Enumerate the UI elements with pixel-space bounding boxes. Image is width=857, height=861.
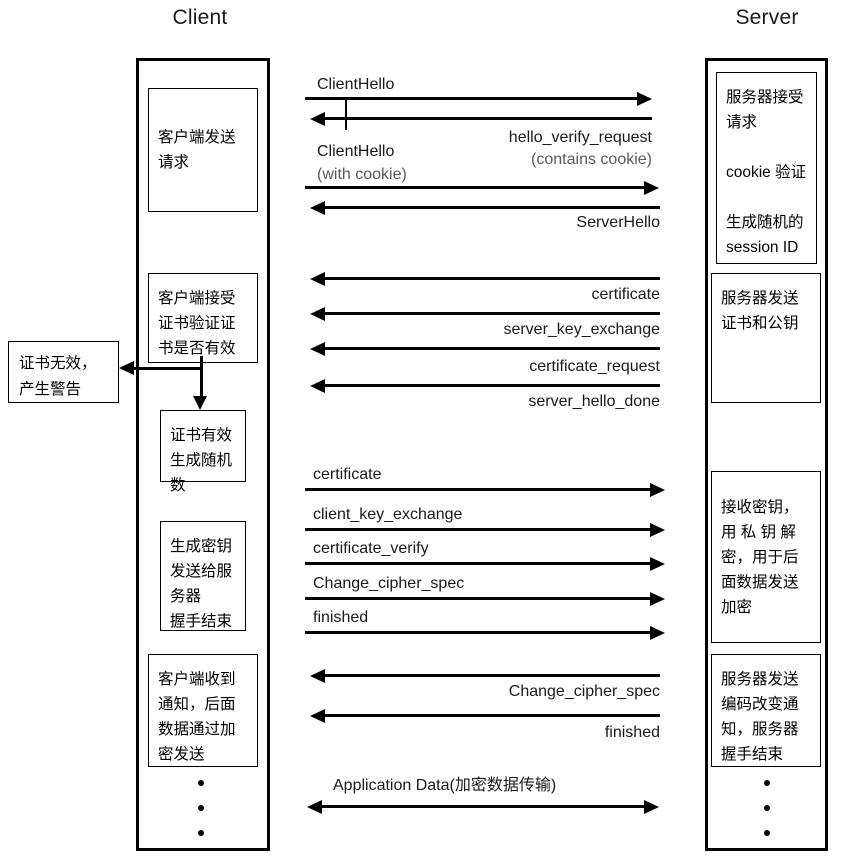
alert-note-cert-invalid: 证书无效， 产生警告 (8, 341, 119, 403)
client-note-gen-key: 生成密钥 发送给服 务器 握手结束 (160, 521, 246, 631)
msg-label-server-hello: ServerHello (576, 214, 660, 231)
msg-line-finished-s (325, 714, 660, 717)
msg-sublabel-client-hello-2: (with cookie) (317, 166, 407, 183)
msg-line-certificate-request (325, 347, 660, 350)
msg-arrowhead-certificate-request (310, 341, 325, 356)
msg-label-client-hello-2: ClientHello (317, 143, 395, 160)
msg-line-certificate-s (325, 277, 660, 280)
msg-arrowhead-server-hello (310, 200, 325, 215)
server-note-send-cert: 服务器发送 证书和公钥 (711, 273, 821, 403)
msg-label-server-key-exchange: server_key_exchange (503, 321, 660, 338)
msg-label-hello-verify: hello_verify_request (508, 129, 652, 146)
msg-arrowhead-hello-verify (310, 111, 325, 126)
branch-down-line (200, 356, 203, 404)
server-note-accept-request: 服务器接受 请求 cookie 验证 生成随机的 session ID (716, 72, 817, 264)
msg-line-finished-c (305, 631, 650, 634)
client-column-title: Client (172, 6, 228, 29)
msg-arrowhead-certificate-verify (650, 556, 665, 571)
msg-label-server-hello-done: server_hello_done (528, 393, 660, 410)
msg-label-change-cipher-c: Change_cipher_spec (313, 575, 465, 592)
msg-arrowhead-finished-s (310, 708, 325, 723)
msg-arrowhead-change-cipher-c (650, 591, 665, 606)
msg-line-server-hello (325, 206, 660, 209)
client-note-cert-valid: 证书有效 生成随机 数 (160, 410, 246, 494)
msg-line-certificate-c (305, 488, 650, 491)
client-note-send-request: 客户端发送 请求 (148, 88, 258, 212)
msg-arrowhead-server-key-exchange (310, 306, 325, 321)
msg-line-change-cipher-s (325, 674, 660, 677)
msg-arrowhead-client-hello-1 (637, 91, 652, 106)
msg-arrowhead-certificate-c (650, 482, 665, 497)
branch-left-arrowhead (119, 361, 134, 375)
msg-label-certificate-c: certificate (313, 466, 382, 483)
msg-label-change-cipher-s: Change_cipher_spec (508, 683, 660, 700)
msg-arrowhead-application-data-right (644, 799, 659, 814)
msg-arrowhead-certificate-s (310, 271, 325, 286)
server-column-title: Server (735, 6, 799, 29)
client-note-verify-cert: 客户端接受 证书验证证 书是否有效 (148, 273, 258, 363)
client-note-encrypted-send: 客户端收到 通知，后面 数据通过加 密发送 (148, 654, 258, 767)
msg-line-server-key-exchange (325, 312, 660, 315)
timing-tick-mark (345, 100, 347, 130)
msg-line-client-key-exchange (305, 528, 650, 531)
msg-arrowhead-finished-c (650, 625, 665, 640)
msg-line-application-data (322, 805, 644, 808)
msg-label-certificate-s: certificate (591, 286, 660, 303)
msg-label-certificate-verify: certificate_verify (313, 540, 429, 557)
msg-label-client-hello-1: ClientHello (317, 76, 395, 93)
client-ellipsis-dots (197, 780, 205, 836)
msg-label-finished-c: finished (313, 609, 369, 626)
msg-arrowhead-application-data-left (307, 799, 322, 814)
server-note-change-cipher: 服务器发送 编码改变通 知，服务器 握手结束 (711, 654, 821, 767)
msg-arrowhead-client-hello-2 (644, 180, 659, 195)
msg-arrowhead-change-cipher-s (310, 668, 325, 683)
msg-line-hello-verify (325, 117, 652, 120)
msg-sublabel-hello-verify: (contains cookie) (531, 151, 652, 168)
msg-label-application-data: Application Data(加密数据传输) (333, 777, 557, 794)
server-ellipsis-dots (763, 780, 771, 836)
msg-arrowhead-server-hello-done (310, 378, 325, 393)
msg-line-client-hello-2 (305, 186, 644, 189)
server-note-receive-key: 接收密钥， 用 私 钥 解 密，用于后 面数据发送 加密 (711, 471, 821, 643)
msg-label-certificate-request: certificate_request (529, 358, 660, 375)
branch-down-arrowhead (193, 396, 207, 410)
msg-arrowhead-client-key-exchange (650, 522, 665, 537)
msg-label-finished-s: finished (604, 724, 660, 741)
branch-left-line (126, 367, 202, 370)
msg-line-client-hello-1 (305, 97, 637, 100)
msg-line-certificate-verify (305, 562, 650, 565)
msg-line-server-hello-done (325, 384, 660, 387)
msg-label-client-key-exchange: client_key_exchange (313, 506, 463, 523)
msg-line-change-cipher-c (305, 597, 650, 600)
